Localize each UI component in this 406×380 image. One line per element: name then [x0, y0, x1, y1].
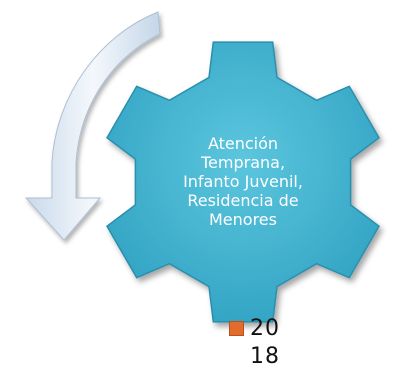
gear-label-line-1: Atención [207, 134, 279, 153]
square-bullet-icon [229, 320, 244, 336]
gear-shape [106, 41, 380, 323]
bullet-row: 20 [229, 314, 280, 342]
bullet-value: 20 [250, 315, 280, 341]
sub-value: 18 [250, 344, 280, 369]
gear-label-line-4: Residencia de [187, 191, 299, 210]
gear-label: Atención Temprana, Infanto Juvenil, Resi… [165, 134, 321, 229]
curved-arrow-down-icon [24, 11, 161, 241]
gear-label-line-2: Temprana, [200, 153, 286, 172]
gear-label-line-3: Infanto Juvenil, [183, 172, 303, 191]
gear-label-line-5: Menores [209, 210, 277, 229]
